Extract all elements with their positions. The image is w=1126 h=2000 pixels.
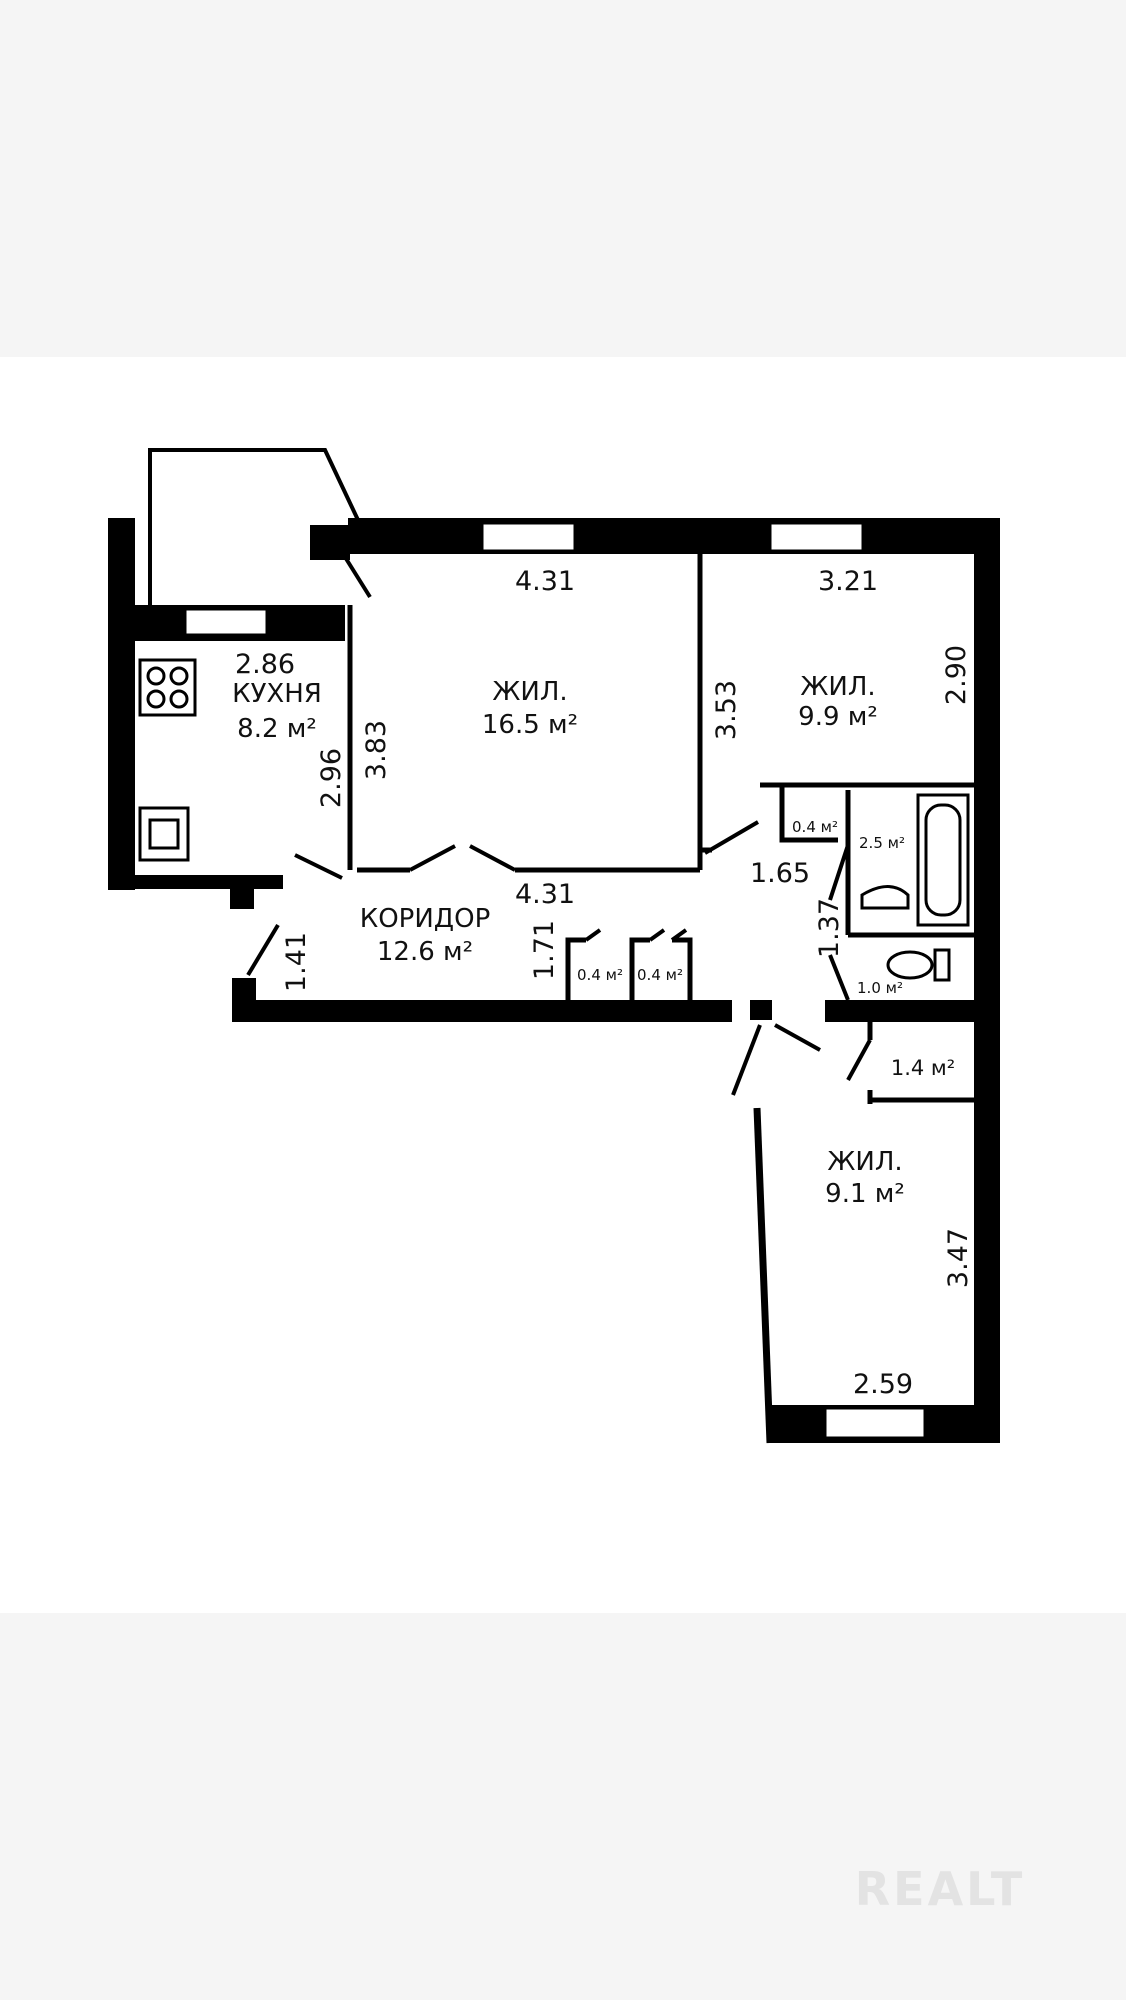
washbasin-icon — [860, 885, 910, 910]
bottom-band — [0, 1613, 1126, 2000]
living2-name: ЖИЛ. — [800, 672, 875, 702]
living1-area: 16.5 м² — [482, 710, 578, 740]
watermark-logo: REALT — [855, 1862, 1026, 1916]
closet1-area: 0.4 м² — [577, 966, 623, 984]
corridor-name: КОРИДОР — [360, 904, 491, 934]
closet3-area: 0.4 м² — [792, 818, 838, 836]
bathtub-icon — [916, 793, 970, 927]
kitchen-name: КУХНЯ — [232, 679, 322, 709]
dim-corridor-left: 1.41 — [281, 932, 312, 992]
top-band — [0, 0, 1126, 357]
dim-kitchen-width: 2.86 — [235, 649, 295, 680]
dim-corridor-closets: 1.71 — [529, 920, 560, 980]
kitchen-area: 8.2 м² — [237, 714, 317, 744]
toilet-area: 1.0 м² — [857, 979, 903, 997]
storage-area: 1.4 м² — [891, 1056, 955, 1080]
stove-icon — [138, 658, 197, 717]
living3-name: ЖИЛ. — [827, 1147, 902, 1177]
living2-area: 9.9 м² — [798, 702, 878, 732]
window-kitchen — [183, 607, 269, 637]
balcony — [148, 448, 360, 605]
dim-living2-width: 3.21 — [818, 566, 878, 597]
dim-living2-depth-right: 2.90 — [941, 645, 972, 705]
living3-area: 9.1 м² — [825, 1179, 905, 1209]
dim-living1-width-bottom: 4.31 — [515, 879, 575, 910]
doors — [246, 555, 872, 1096]
dim-living2-depth-left: 3.53 — [711, 680, 742, 740]
partitions — [347, 554, 974, 1444]
window-living3 — [823, 1406, 927, 1440]
dim-living3-width: 2.59 — [853, 1369, 913, 1400]
closet2-area: 0.4 м² — [637, 966, 683, 984]
dim-living1-width-top: 4.31 — [515, 566, 575, 597]
corridor-area: 12.6 м² — [377, 937, 473, 967]
dim-living3-depth: 3.47 — [943, 1228, 974, 1288]
dim-living1-depth: 3.83 — [361, 720, 392, 780]
dim-kitchen-depth: 2.96 — [316, 748, 347, 808]
kitchen-sink-icon — [138, 806, 190, 862]
toilet-icon — [886, 948, 951, 982]
windows — [183, 521, 927, 1440]
living1-name: ЖИЛ. — [492, 677, 567, 707]
bathroom-area: 2.5 м² — [859, 834, 905, 852]
dim-hall-width: 1.65 — [750, 858, 810, 889]
window-living2 — [768, 521, 865, 553]
window-living1 — [480, 521, 577, 553]
dim-bath-depth: 1.37 — [814, 898, 845, 958]
